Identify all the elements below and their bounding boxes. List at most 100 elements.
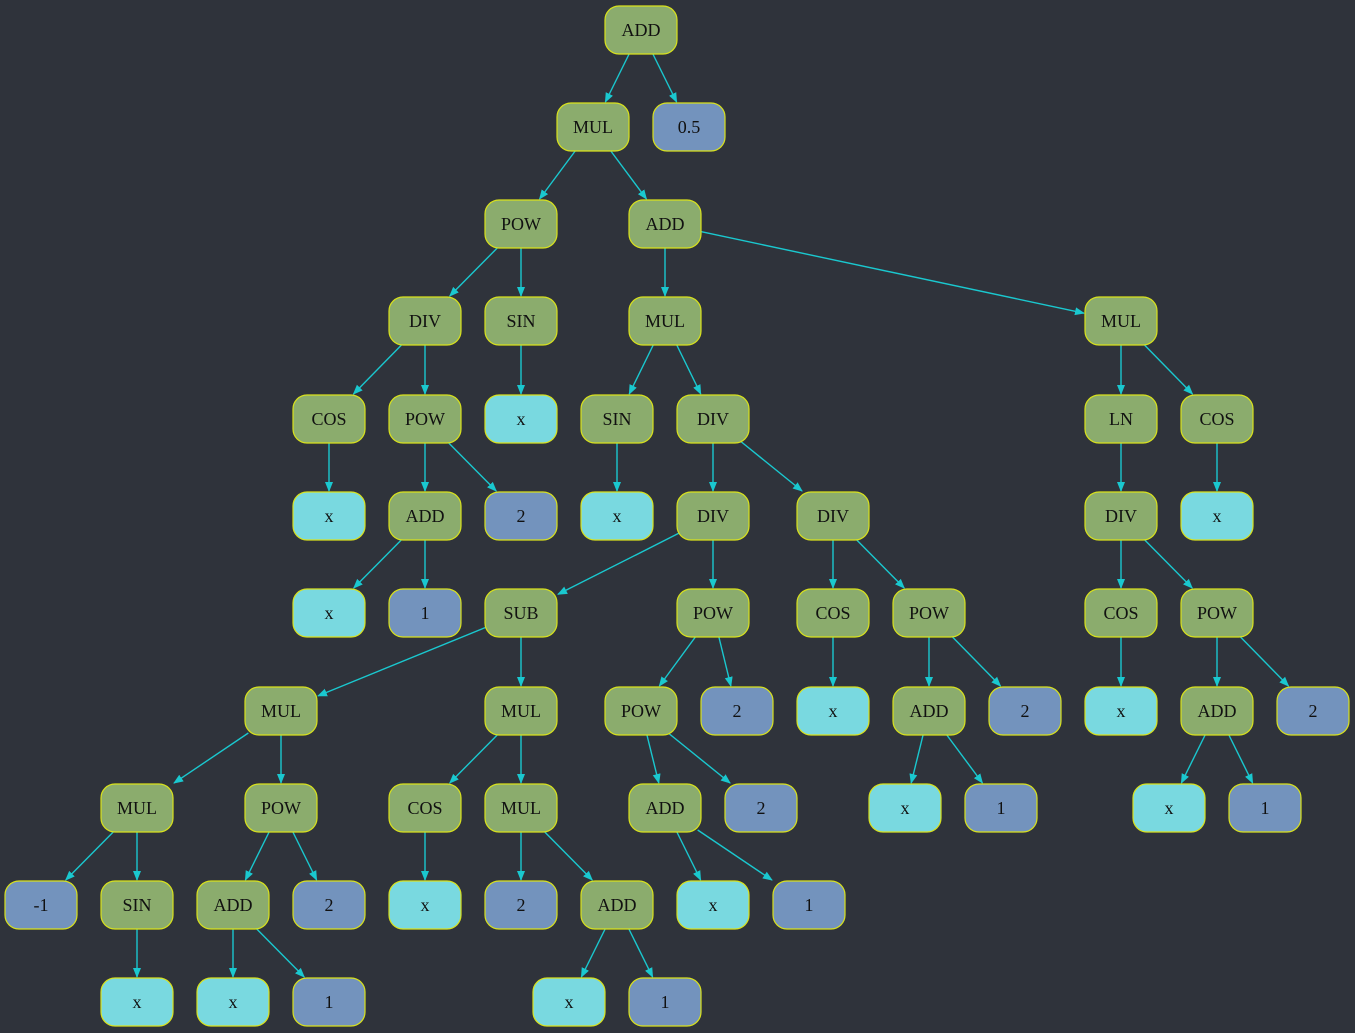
node-label: LN: [1109, 409, 1133, 429]
node-label: 2: [757, 798, 766, 818]
edge-div-to-div: [739, 440, 803, 492]
edge-div-to-cos: [352, 342, 404, 395]
node-label: COS: [815, 603, 850, 623]
node-add-operator: ADD: [628, 783, 702, 833]
node-box: [1084, 588, 1158, 638]
node-label: 1: [1261, 798, 1270, 818]
node-label: x: [325, 603, 334, 623]
node-mul-operator: MUL: [556, 102, 630, 152]
node-box: [556, 102, 630, 152]
node-x-variable: x: [100, 977, 174, 1027]
node-box: [1180, 588, 1254, 638]
node-pow-operator: POW: [676, 588, 750, 638]
node-sin-operator: SIN: [484, 296, 558, 346]
node-1-constant: 1: [292, 977, 366, 1027]
node-label: 2: [325, 895, 334, 915]
node-box: [100, 783, 174, 833]
node-box: [484, 394, 558, 444]
node-1-constant: 1: [628, 977, 702, 1027]
node-box: [388, 296, 462, 346]
node-label: 2: [517, 895, 526, 915]
node-label: POW: [261, 798, 301, 818]
edge-mul-to-div: [675, 342, 702, 395]
node-label: POW: [909, 603, 949, 623]
node-box: [244, 783, 318, 833]
node-x-variable: x: [484, 394, 558, 444]
edge-sub-to-mul: [317, 626, 488, 697]
node-label: DIV: [697, 409, 729, 429]
node-add-operator: ADD: [388, 491, 462, 541]
node-box: [988, 686, 1062, 736]
node-add-operator: ADD: [1180, 686, 1254, 736]
node-x-variable: x: [196, 977, 270, 1027]
node-mul-operator: MUL: [484, 686, 558, 736]
node-box: [892, 588, 966, 638]
node-label: POW: [693, 603, 733, 623]
edge-add-to-x: [675, 829, 702, 881]
node-mul-operator: MUL: [100, 783, 174, 833]
node-2-constant: 2: [700, 686, 774, 736]
edge-mul-to-add: [542, 829, 593, 881]
node-box: [1228, 783, 1302, 833]
node-box: [196, 880, 270, 930]
node-2-constant: 2: [1276, 686, 1350, 736]
edge-add-to-x: [580, 926, 607, 978]
edge-div-to-pow: [1142, 537, 1193, 589]
edge-mul-to-sin: [628, 342, 655, 395]
edge-pow-to-add: [645, 732, 661, 784]
node-label: ADD: [1198, 701, 1237, 721]
node-div-operator: DIV: [676, 491, 750, 541]
node-box: [1180, 686, 1254, 736]
edge-add-to-mul: [698, 230, 1085, 316]
node-box: [484, 296, 558, 346]
node-2-constant: 2: [484, 491, 558, 541]
edge-pow-to-2: [446, 440, 497, 492]
edges-layer: [65, 51, 1290, 978]
node-pow-operator: POW: [244, 783, 318, 833]
node-label: POW: [501, 214, 541, 234]
node-label: POW: [621, 701, 661, 721]
node-0-5-constant: 0.5: [652, 102, 726, 152]
node-box: [772, 880, 846, 930]
node-label: x: [1117, 701, 1126, 721]
node-div-operator: DIV: [1084, 491, 1158, 541]
edge-pow-to-2: [291, 829, 318, 881]
edge-add-to-1: [944, 732, 984, 784]
node-label: ADD: [646, 214, 685, 234]
node-sin-operator: SIN: [580, 394, 654, 444]
node-label: COS: [1103, 603, 1138, 623]
node-cos-operator: COS: [796, 588, 870, 638]
node-box: [724, 783, 798, 833]
node-label: DIV: [697, 506, 729, 526]
node-label: x: [133, 992, 142, 1012]
node-1-constant: 1: [772, 880, 846, 930]
node-label: 1: [421, 603, 430, 623]
node-add-operator: ADD: [604, 5, 678, 55]
node-box: [100, 977, 174, 1027]
node-box: [388, 588, 462, 638]
node-label: ADD: [646, 798, 685, 818]
node-label: MUL: [501, 798, 541, 818]
node-box: [388, 491, 462, 541]
node-box: [484, 880, 558, 930]
node-mul-operator: MUL: [484, 783, 558, 833]
node-box: [388, 394, 462, 444]
edge-mul-to-mul: [173, 732, 249, 784]
node-label: MUL: [261, 701, 301, 721]
node-label: x: [709, 895, 718, 915]
node-label: MUL: [573, 117, 613, 137]
node-div-operator: DIV: [676, 394, 750, 444]
node-x-variable: x: [1132, 783, 1206, 833]
node-cos-operator: COS: [1180, 394, 1254, 444]
node-label: COS: [1199, 409, 1234, 429]
edge-add-to-1: [627, 926, 654, 978]
node-box: [1084, 296, 1158, 346]
node-box: [676, 880, 750, 930]
node-x-variable: x: [868, 783, 942, 833]
edge-pow-to-2: [717, 634, 733, 687]
node-box: [796, 686, 870, 736]
node-label: 1: [997, 798, 1006, 818]
node-label: DIV: [1105, 506, 1137, 526]
node-box: [484, 199, 558, 249]
edge-mul-to-add: [608, 148, 648, 200]
